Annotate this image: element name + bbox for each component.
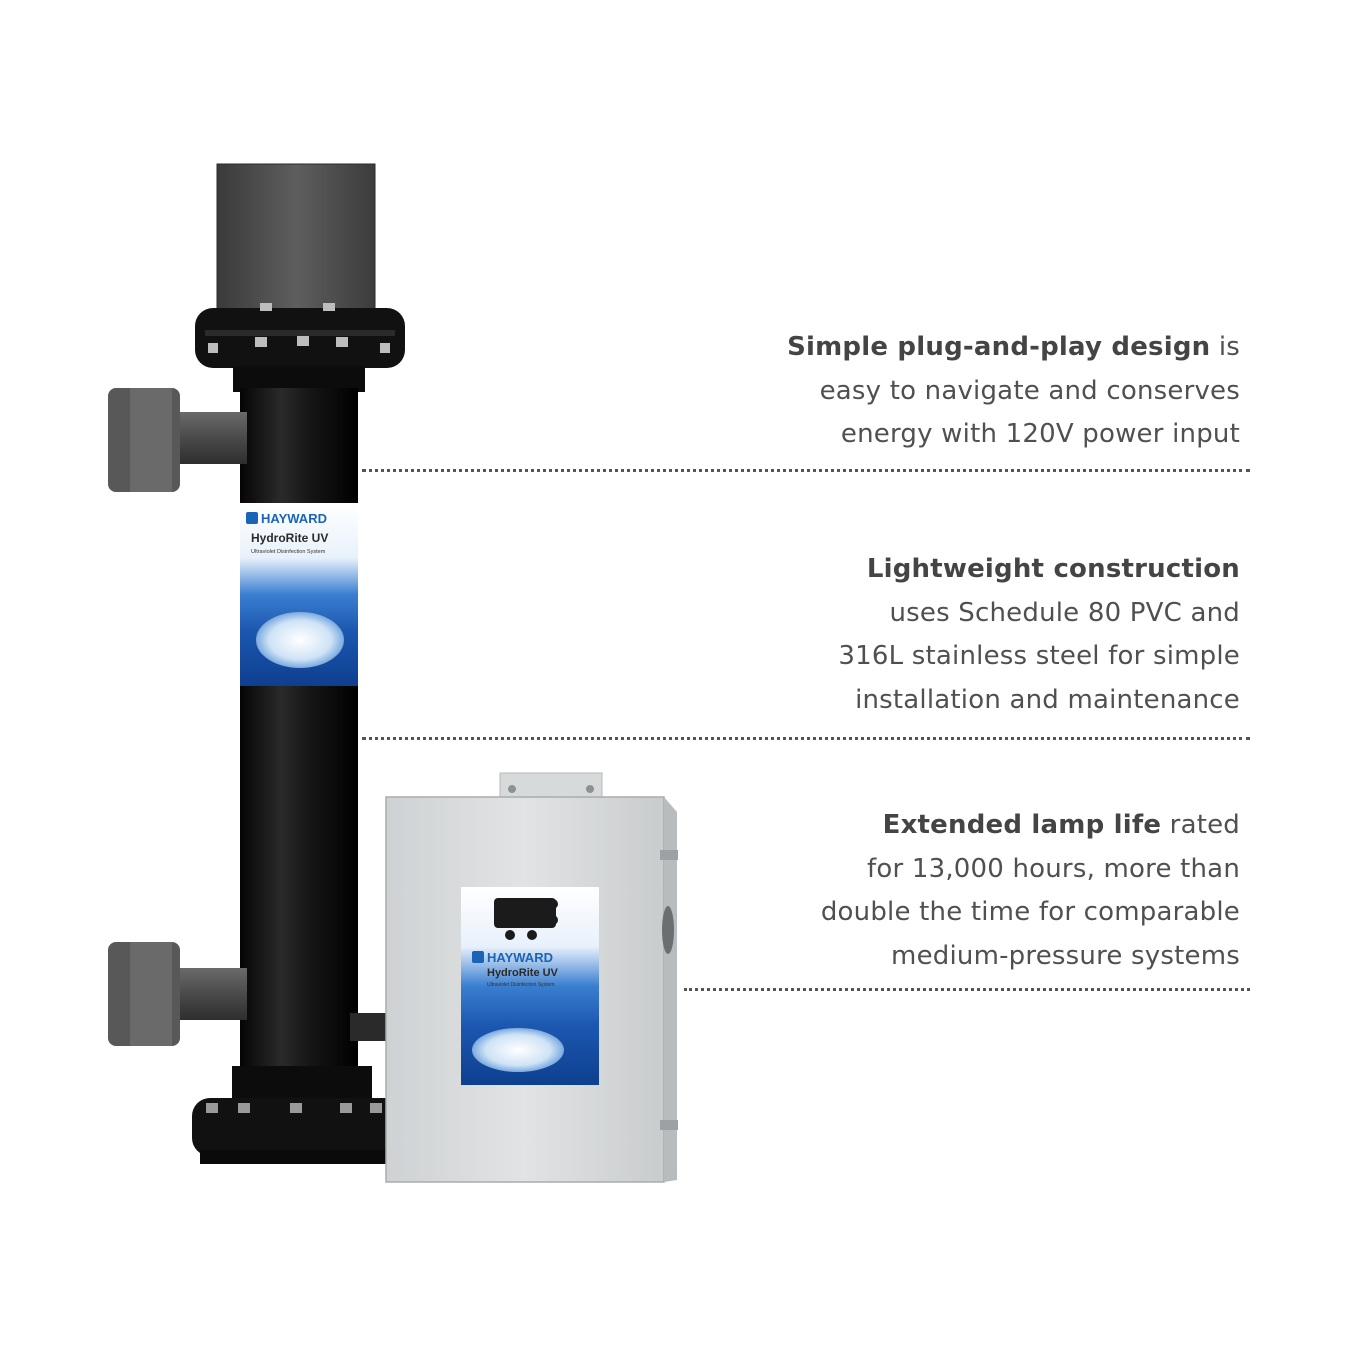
control-box: HAYWARD HydroRite UV Ultraviolet Disinfe…: [385, 772, 678, 1183]
lamp-cap: [217, 164, 375, 310]
feature-line: uses Schedule 80 PVC and: [889, 597, 1240, 628]
feature-heading: Lightweight construction: [866, 554, 1240, 584]
control-product-name: HydroRite UV: [487, 967, 559, 979]
water-splash-icon: [256, 612, 344, 668]
reactor-tube: [240, 388, 358, 1078]
reactor-label: HAYWARD HydroRite UV Ultraviolet Disinfe…: [240, 503, 358, 686]
divider-dotted: [362, 469, 1250, 472]
control-button: [548, 915, 558, 925]
control-button: [548, 899, 558, 909]
feature-heading: Simple plug-and-play design: [787, 332, 1211, 362]
outlet-pipe: [175, 968, 247, 1020]
feature-heading: Extended lamp life: [882, 810, 1162, 840]
inlet-pipe: [175, 412, 247, 464]
feature-line: energy with 120V power input: [840, 419, 1240, 449]
feature-plug-and-play: Simple plug-and-play design is easy to n…: [787, 326, 1240, 457]
divider-dotted: [684, 988, 1250, 991]
divider-dotted: [362, 737, 1250, 740]
control-brand: HAYWARD: [487, 950, 553, 965]
control-button: [527, 930, 537, 940]
feature-line: easy to navigate and conserves: [819, 375, 1240, 406]
feature-heading-tail: is: [1210, 332, 1240, 362]
control-button: [505, 930, 515, 940]
reactor-product-name: HydroRite UV: [251, 531, 328, 545]
feature-lightweight: Lightweight construction uses Schedule 8…: [838, 548, 1240, 722]
reactor-product-subtitle: Ultraviolet Disinfection System: [251, 549, 326, 555]
control-product-subtitle: Ultraviolet Disinfection System: [487, 982, 555, 988]
feature-heading-tail: rated: [1161, 810, 1240, 840]
feature-line: double the time for comparable: [820, 897, 1240, 927]
feature-lamp-life: Extended lamp life rated for 13,000 hour…: [821, 804, 1240, 978]
feature-line: for 13,000 hours, more than: [867, 853, 1240, 884]
feature-line: 316L stainless steel for simple: [838, 641, 1240, 671]
display-screen: [494, 898, 556, 928]
reactor-brand: HAYWARD: [261, 511, 327, 526]
feature-line: installation and maintenance: [855, 684, 1240, 715]
feature-line: medium-pressure systems: [891, 940, 1240, 971]
